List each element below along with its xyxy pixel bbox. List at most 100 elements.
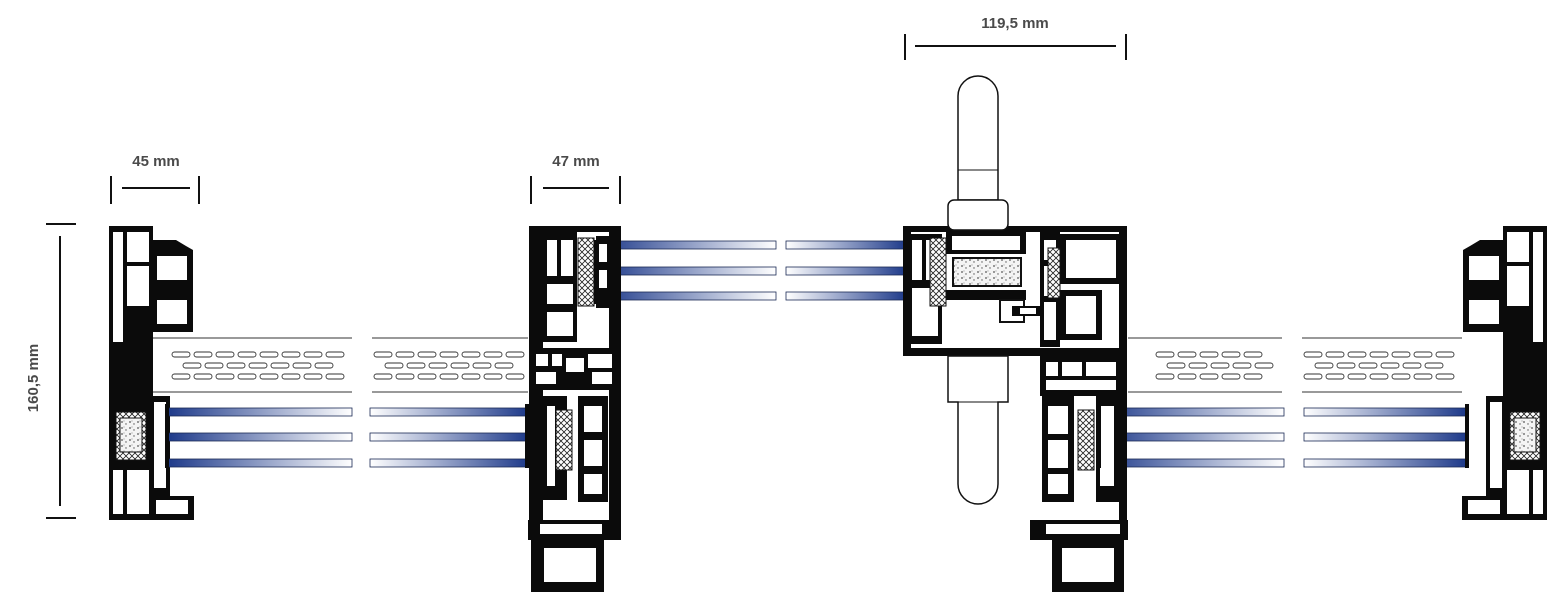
perforation-slot: [1314, 362, 1334, 369]
perforation-slot: [1347, 373, 1367, 380]
glass-pane: [785, 240, 907, 250]
perforation-slot: [1303, 373, 1323, 380]
perforation-slot: [1391, 373, 1411, 380]
dimension-160-5mm: 160,5 mm: [25, 223, 76, 519]
perforation-slot: [281, 351, 301, 358]
perforation-slot: [1435, 351, 1455, 358]
dimension-45mm: 45 mm: [110, 153, 200, 204]
glass-pane: [1099, 407, 1285, 417]
perforation-slot: [171, 373, 191, 380]
right-upper-panel: [1128, 337, 1462, 393]
perforation-slot: [1199, 351, 1219, 358]
perforation-slot: [325, 373, 345, 380]
dimension-label-160-5mm: 160,5 mm: [25, 344, 42, 412]
perforation-slot: [1369, 373, 1389, 380]
window-handle: [947, 75, 1009, 505]
perforation-slot: [1221, 351, 1241, 358]
perforation-slot: [373, 351, 393, 358]
perforation-slot: [494, 362, 514, 369]
perforation-slot: [1435, 373, 1455, 380]
glass-pane: [369, 432, 529, 442]
perforation-slot: [1380, 362, 1400, 369]
perforation-slot: [237, 351, 257, 358]
dimension-47mm: 47 mm: [530, 153, 621, 204]
glass-pane: [1303, 432, 1467, 442]
perforation-slot: [1243, 351, 1263, 358]
perforation-slot: [483, 351, 503, 358]
perforation-slot: [1177, 373, 1197, 380]
dimension-label-119-5mm: 119,5 mm: [981, 15, 1049, 32]
perforation-slot: [303, 373, 323, 380]
perforation-slot: [215, 373, 235, 380]
perforation-slot: [384, 362, 404, 369]
perforation-slot: [1402, 362, 1422, 369]
perforation-slot: [1166, 362, 1186, 369]
perforation-slot: [1155, 351, 1175, 358]
perforation-slot: [281, 373, 301, 380]
glass-pane: [167, 458, 353, 468]
glass-pane: [1099, 432, 1285, 442]
perforation-slot: [395, 373, 415, 380]
left-upper-panel: [153, 337, 528, 393]
perforation-slot: [1347, 351, 1367, 358]
glazing-gaskets: [165, 240, 1469, 468]
perforation-slot: [461, 373, 481, 380]
dimension-label-47mm: 47 mm: [552, 153, 600, 170]
perforation-slot: [314, 362, 334, 369]
perforation-slot: [1155, 373, 1175, 380]
glass-pane: [369, 407, 529, 417]
perforation-slot: [505, 373, 525, 380]
glass-pane: [1303, 407, 1467, 417]
perforation-slot: [406, 362, 426, 369]
perforation-slot: [428, 362, 448, 369]
perforation-slot: [248, 362, 268, 369]
perforation-slot: [215, 351, 235, 358]
dimension-119-5mm: 119,5 mm: [904, 15, 1127, 60]
glass-pane: [167, 407, 353, 417]
glass-pane: [369, 458, 529, 468]
perforation-slot: [1177, 351, 1197, 358]
glass-pane: [599, 266, 777, 276]
left-mullion-profile: [528, 226, 621, 592]
perforation-slot: [483, 373, 503, 380]
right-frame-profile: [1462, 226, 1547, 520]
perforation-slot: [373, 373, 393, 380]
perforation-slot: [1221, 373, 1241, 380]
perforation-slot: [395, 351, 415, 358]
perforation-slot: [204, 362, 224, 369]
perforation-slot: [439, 351, 459, 358]
perforation-slot: [193, 373, 213, 380]
perforation-slot: [1199, 373, 1219, 380]
perforation-slot: [505, 351, 525, 358]
left-panel-perforation: [171, 351, 525, 380]
perforation-slot: [1369, 351, 1389, 358]
perforation-slot: [325, 351, 345, 358]
perforation-slot: [182, 362, 202, 369]
perforation-slot: [417, 373, 437, 380]
left-frame-profile: [109, 226, 194, 520]
glass-pane: [1303, 458, 1467, 468]
perforation-slot: [417, 351, 437, 358]
perforation-slot: [1210, 362, 1230, 369]
glass-pane: [599, 240, 777, 250]
perforation-slot: [1413, 351, 1433, 358]
perforation-slot: [237, 373, 257, 380]
perforation-slot: [1424, 362, 1444, 369]
perforation-slot: [1254, 362, 1274, 369]
glass-pane: [167, 432, 353, 442]
glass-pane: [785, 266, 907, 276]
glass-pane: [1099, 458, 1285, 468]
perforation-slot: [259, 351, 279, 358]
triple-glazing-panes: [167, 240, 1467, 468]
perforation-slot: [1188, 362, 1208, 369]
perforation-slot: [1303, 351, 1323, 358]
center-meeting-profile: [903, 226, 1128, 592]
perforation-slot: [439, 373, 459, 380]
perforation-slot: [461, 351, 481, 358]
right-panel-perforation: [1155, 351, 1455, 380]
dimension-label-45mm: 45 mm: [132, 153, 180, 170]
perforation-slot: [1413, 373, 1433, 380]
perforation-slot: [259, 373, 279, 380]
perforation-slot: [270, 362, 290, 369]
